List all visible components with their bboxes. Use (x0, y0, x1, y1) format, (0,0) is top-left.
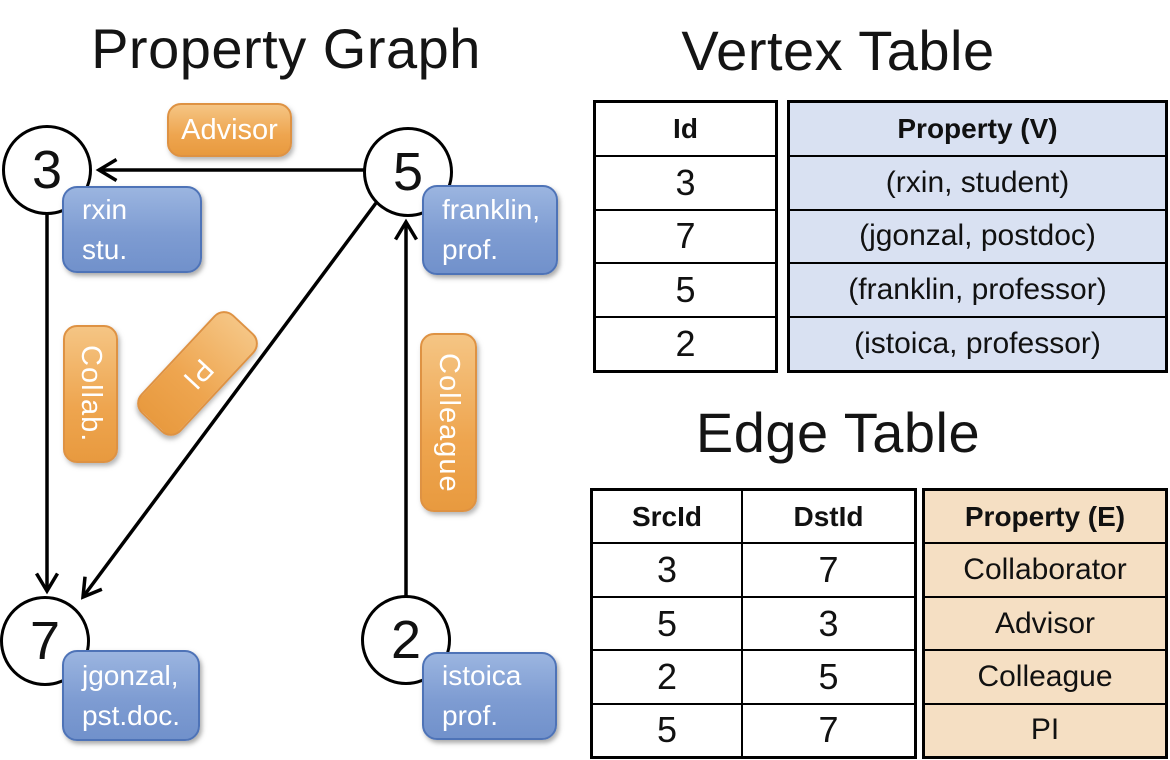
vertex-table-property-column: Property (V) (rxin, student) (jgonzal, p… (787, 100, 1168, 373)
graph-node-5: 5 (363, 127, 453, 217)
edge-label-collab: Collab. (63, 325, 118, 463)
graph-title: Property Graph (91, 17, 481, 80)
edge-label-text: Colleague (433, 352, 465, 493)
edge-property-cell: Colleague (925, 651, 1165, 703)
edge-label-text: PI (176, 352, 220, 396)
property-line: prof. (442, 234, 499, 265)
table-row: (franklin, professor) (790, 262, 1165, 317)
edge-property-cell: PI (925, 704, 1165, 757)
node-id-label: 5 (392, 142, 424, 202)
vertex-id-cell: 5 (675, 269, 696, 311)
property-line: jgonzal, (82, 659, 179, 691)
table-row: 2 5 (593, 649, 914, 703)
node-property-text: rxin stu. (82, 190, 127, 270)
table-row: 5 3 (593, 595, 914, 650)
table-row: (istoica, professor) (790, 316, 1165, 370)
node-property-text: franklin, prof. (442, 190, 540, 270)
table-row: 5 7 (593, 702, 914, 757)
node-id-label: 3 (31, 140, 63, 200)
node-id-label: 2 (390, 610, 422, 670)
property-line: franklin, (442, 194, 541, 226)
edge-property-cell: Advisor (925, 597, 1165, 650)
node-id-label: 7 (29, 611, 61, 671)
property-line: stu. (82, 233, 128, 265)
node-property-text: istoica prof. (442, 656, 521, 736)
table-row: 7 (596, 208, 775, 263)
edge-table-header-property: Property (E) (925, 491, 1165, 543)
table-row: Collaborator (925, 542, 1165, 596)
edge-label-text: Advisor (181, 113, 278, 146)
edge-label-colleague: Colleague (420, 333, 477, 512)
edge-line-5-to-7 (80, 201, 378, 600)
edge-srcid-cell: 3 (656, 549, 678, 591)
edge-property-cell: Collaborator (925, 544, 1165, 596)
node-property-text: jgonzal, pst.doc. (82, 656, 180, 736)
vertex-table-title: Vertex Table (681, 19, 995, 82)
table-row: 3 (596, 154, 775, 209)
edge-srcid-cell: 2 (656, 655, 678, 697)
table-row: 2 (596, 316, 775, 370)
property-line: rxin (82, 193, 128, 225)
edge-dstid-cell: 3 (741, 597, 914, 650)
edge-dstid-cell: 5 (741, 651, 914, 703)
node-property-franklin: franklin, prof. (422, 185, 558, 275)
edge-dstid-cell: 7 (741, 544, 914, 596)
vertex-property-cell: (rxin, student) (790, 156, 1165, 209)
vertex-table-id-column: Id 3 7 5 2 (593, 100, 778, 373)
vertex-id-cell: 2 (675, 323, 696, 365)
vertex-table-header-property: Property (V) (790, 103, 1165, 155)
vertex-property-cell: (jgonzal, postdoc) (790, 210, 1165, 263)
property-line: pst.doc. (82, 699, 181, 731)
edge-table-title: Edge Table (695, 401, 981, 464)
edge-label-advisor: Advisor (167, 103, 292, 157)
vertex-property-cell: (franklin, professor) (790, 264, 1165, 317)
table-row: Advisor (925, 595, 1165, 650)
vertex-id-cell: 3 (675, 161, 696, 203)
property-line: prof. (442, 700, 499, 731)
vertex-table-header-id: Id (673, 112, 698, 144)
table-row: (rxin, student) (790, 154, 1165, 209)
graph-node-2: 2 (361, 595, 451, 685)
vertex-id-cell: 7 (675, 215, 696, 257)
edge-table-property-column: Property (E) Collaborator Advisor Collea… (922, 488, 1168, 759)
table-row: PI (925, 702, 1165, 757)
edge-label-text: Collab. (75, 345, 107, 443)
node-property-istoica: istoica prof. (422, 652, 557, 740)
table-row: (jgonzal, postdoc) (790, 208, 1165, 263)
vertex-property-cell: (istoica, professor) (790, 318, 1165, 370)
node-property-jgonzal: jgonzal, pst.doc. (62, 650, 200, 741)
edge-table-id-columns: SrcId DstId 3 7 5 3 2 5 5 7 (590, 488, 917, 759)
edge-srcid-cell: 5 (656, 602, 678, 644)
table-row: 5 (596, 262, 775, 316)
edge-table-header-srcid: SrcId (631, 500, 703, 532)
table-row: Colleague (925, 649, 1165, 703)
edge-table-header-dstid: DstId (741, 491, 914, 543)
table-row: 3 7 (593, 542, 914, 596)
node-property-rxin: rxin stu. (62, 186, 202, 273)
edge-srcid-cell: 5 (656, 709, 678, 751)
property-line: istoica (442, 660, 522, 692)
graph-edges (34, 157, 419, 600)
edge-dstid-cell: 7 (741, 704, 914, 757)
